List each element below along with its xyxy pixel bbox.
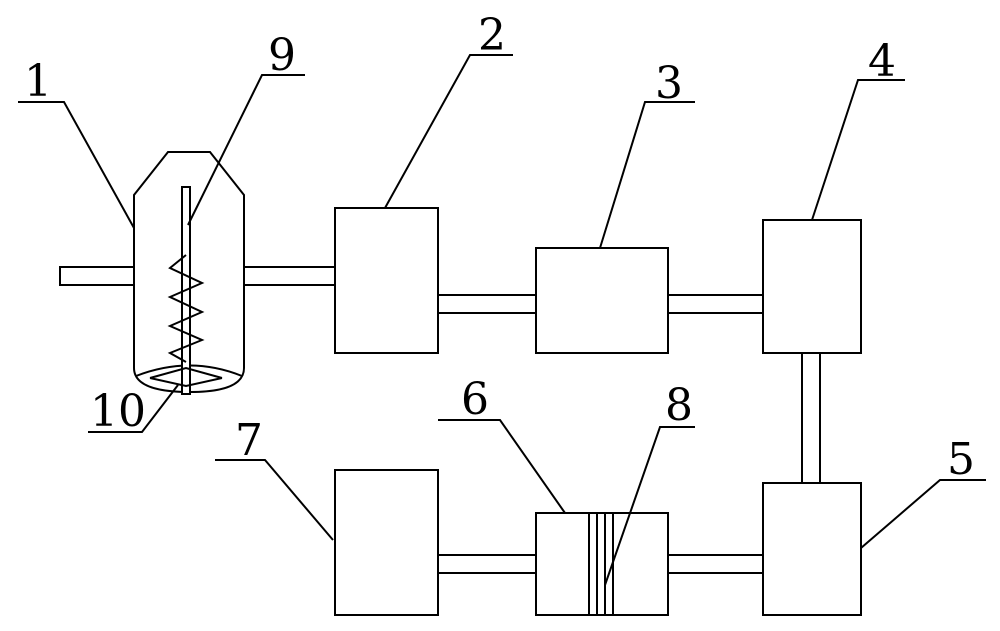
unit-6 xyxy=(535,512,669,616)
unit-4 xyxy=(762,219,862,354)
label-9: 9 xyxy=(268,30,296,81)
label-3: 3 xyxy=(655,58,683,109)
pipe-3-to-4 xyxy=(667,294,764,314)
leader-10 xyxy=(88,384,179,433)
label-5: 5 xyxy=(947,434,975,485)
inlet-pipe xyxy=(59,266,137,286)
leader-2 xyxy=(384,54,513,209)
unit-5 xyxy=(762,482,862,616)
leader-1 xyxy=(18,101,135,229)
helical-screw xyxy=(167,254,205,363)
pipe-2-to-3 xyxy=(437,294,537,314)
pipe-5-to-6 xyxy=(667,554,764,574)
label-10: 10 xyxy=(90,386,146,437)
leader-5 xyxy=(860,479,986,549)
label-2: 2 xyxy=(478,10,506,61)
leader-8 xyxy=(604,426,695,586)
label-7: 7 xyxy=(235,415,263,466)
impeller-10 xyxy=(149,366,223,388)
label-1: 1 xyxy=(24,56,52,107)
pipe-1-to-2 xyxy=(243,266,336,286)
label-4: 4 xyxy=(868,36,896,87)
leader-4 xyxy=(811,79,905,221)
pipe-4-to-5 xyxy=(801,352,821,484)
unit-7 xyxy=(334,469,439,616)
unit-3 xyxy=(535,247,669,354)
unit-2 xyxy=(334,207,439,354)
label-8: 8 xyxy=(665,380,693,431)
pipe-6-to-7 xyxy=(437,554,537,574)
label-6: 6 xyxy=(461,374,489,425)
leader-6 xyxy=(438,419,566,514)
leader-7 xyxy=(215,459,334,541)
leader-3 xyxy=(599,101,695,249)
leader-9 xyxy=(187,74,305,226)
